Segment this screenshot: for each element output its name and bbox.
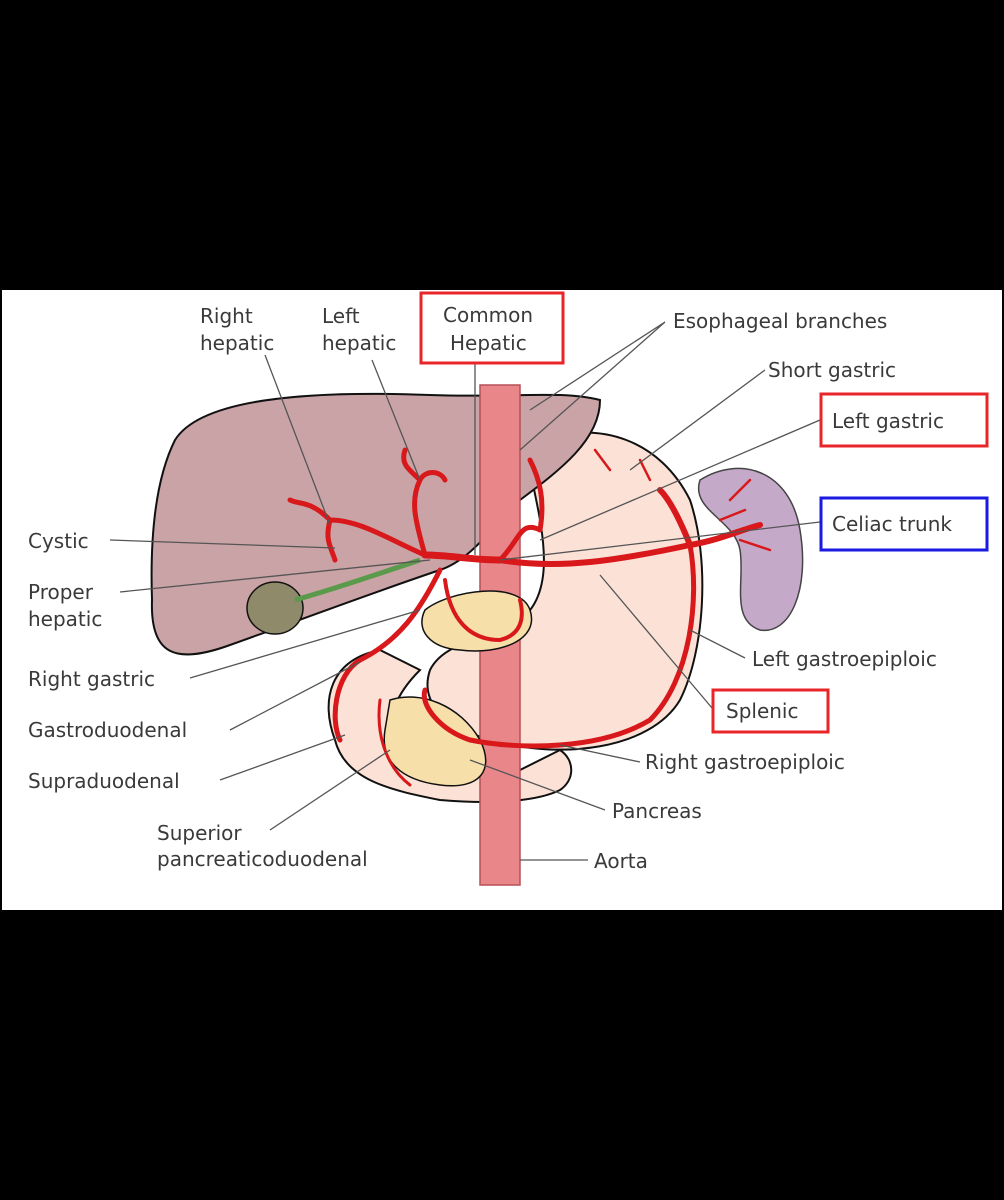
label-left-gastric: Left gastric [832,409,944,433]
label-left-hepatic-2: hepatic [322,331,396,355]
label-left-gastroepiploic: Left gastroepiploic [752,647,937,671]
cystic-duct [294,557,421,603]
gallbladder [246,581,304,635]
leader-lines [109,321,821,861]
label-aorta: Aorta [594,849,648,873]
spleen [697,467,804,631]
label-splenic: Splenic [726,699,798,723]
label-common-hepatic-1: Common [443,303,533,327]
label-proper-hepatic-2: hepatic [28,607,102,631]
label-supraduodenal: Supraduodenal [28,769,180,793]
celiac-trunk-box [819,496,989,552]
label-right-gastroepiploic: Right gastroepiploic [645,750,845,774]
common-hepatic-box [419,291,565,365]
label-common-hepatic-2: Hepatic [450,331,527,355]
label-proper-hepatic-1: Proper [28,580,94,604]
label-pancreas: Pancreas [612,799,702,823]
label-cystic: Cystic [28,529,89,553]
label-gastroduodenal: Gastroduodenal [28,718,187,742]
left-gastric-box [819,392,989,448]
label-esophageal-branches: Esophageal branches [673,309,887,333]
label-short-gastric: Short gastric [768,358,896,382]
label-left-hepatic-1: Left [322,304,360,328]
label-right-hepatic-1: Right [200,304,253,328]
splenic-box [711,688,830,734]
label-superior-pancreaticoduodenal-1: Superior [157,821,242,845]
label-right-gastric: Right gastric [28,667,155,691]
label-celiac-trunk: Celiac trunk [832,512,952,536]
label-right-hepatic-2: hepatic [200,331,274,355]
label-superior-pancreaticoduodenal-2: pancreaticoduodenal [157,847,368,871]
